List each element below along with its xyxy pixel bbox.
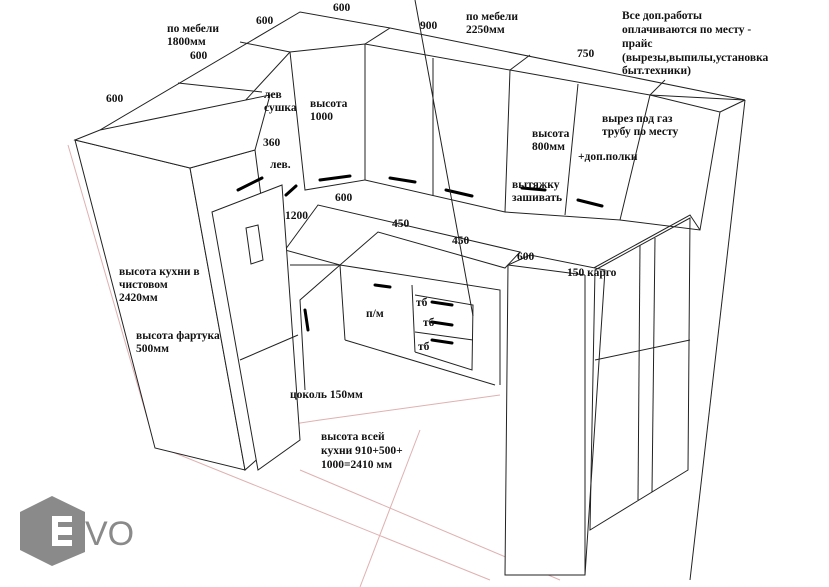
label-drawer: тб [416, 297, 428, 309]
label-furniture-right: по мебели [466, 11, 518, 23]
label-total-height: высота всей [321, 431, 385, 443]
evo-logo: VO [20, 496, 134, 566]
label-shelves: +доп.полки [578, 151, 638, 163]
label-top-left-600: 600 [256, 15, 274, 27]
label-total-height: кухни 910+500+ [321, 445, 403, 457]
note-line: быт.техники) [622, 65, 691, 77]
label-height-800: высота [532, 128, 570, 140]
note-line: оплачиваются по месту - [622, 24, 751, 36]
right-wall [589, 99, 746, 581]
label-drawer: тб [418, 341, 430, 353]
label-left: лев. [270, 159, 291, 171]
tall-column-left [73, 94, 301, 471]
label-kitchen-height: чистовом [119, 279, 168, 291]
label-total-height: 1000=2410 мм [321, 459, 392, 471]
tall-column-right [504, 254, 606, 576]
label-left-600: 600 [190, 50, 208, 62]
label-right-600: 600 [517, 251, 535, 263]
label-furniture-right-mm: 2250мм [466, 24, 505, 36]
label-gas-cutout: трубу по месту [602, 126, 678, 138]
label-counter-600: 600 [335, 192, 353, 204]
label-hood: вытяжку [512, 179, 560, 191]
label-1200: 1200 [285, 210, 308, 222]
label-dryer: сушка [264, 102, 297, 114]
note-line: прайс [622, 38, 653, 50]
label-apron: 500мм [136, 343, 169, 355]
label-hood: зашивать [512, 192, 562, 204]
label-left-600: 600 [106, 93, 124, 105]
label-750: 750 [577, 48, 595, 60]
label-450: 450 [452, 235, 470, 247]
label-360: 360 [263, 137, 281, 149]
label-top-600: 600 [333, 2, 351, 14]
window [589, 217, 691, 531]
label-dishwasher: п/м [366, 308, 384, 320]
dimension-labels: 600 600 по мебели 1800мм 600 600 900 по … [106, 2, 769, 471]
label-plinth: цоколь 150мм [290, 389, 363, 401]
note-line: (вырезы,выпилы,установка [622, 52, 769, 64]
label-kitchen-height: 2420мм [119, 292, 158, 304]
base-cabinets [284, 0, 521, 391]
note-line: Все доп.работы [622, 10, 702, 22]
label-furniture-left-mm: 1800мм [167, 36, 206, 48]
label-900: 900 [420, 20, 438, 32]
label-cargo: 150 карго [567, 267, 617, 279]
upper-cabinets [99, 11, 746, 231]
label-kitchen-height: высота кухни в [119, 266, 200, 278]
label-drawer: тб [423, 317, 435, 329]
label-height-1000: 1000 [310, 111, 333, 123]
label-height-800: 800мм [532, 141, 565, 153]
label-dryer: лев [264, 89, 282, 101]
label-gas-cutout: вырез под газ [602, 113, 673, 125]
label-height-1000: высота [310, 98, 348, 110]
svg-text:VO: VO [85, 515, 134, 553]
label-450: 450 [392, 218, 410, 230]
label-furniture-left: по мебели [167, 23, 219, 35]
label-apron: высота фартука [136, 330, 220, 342]
